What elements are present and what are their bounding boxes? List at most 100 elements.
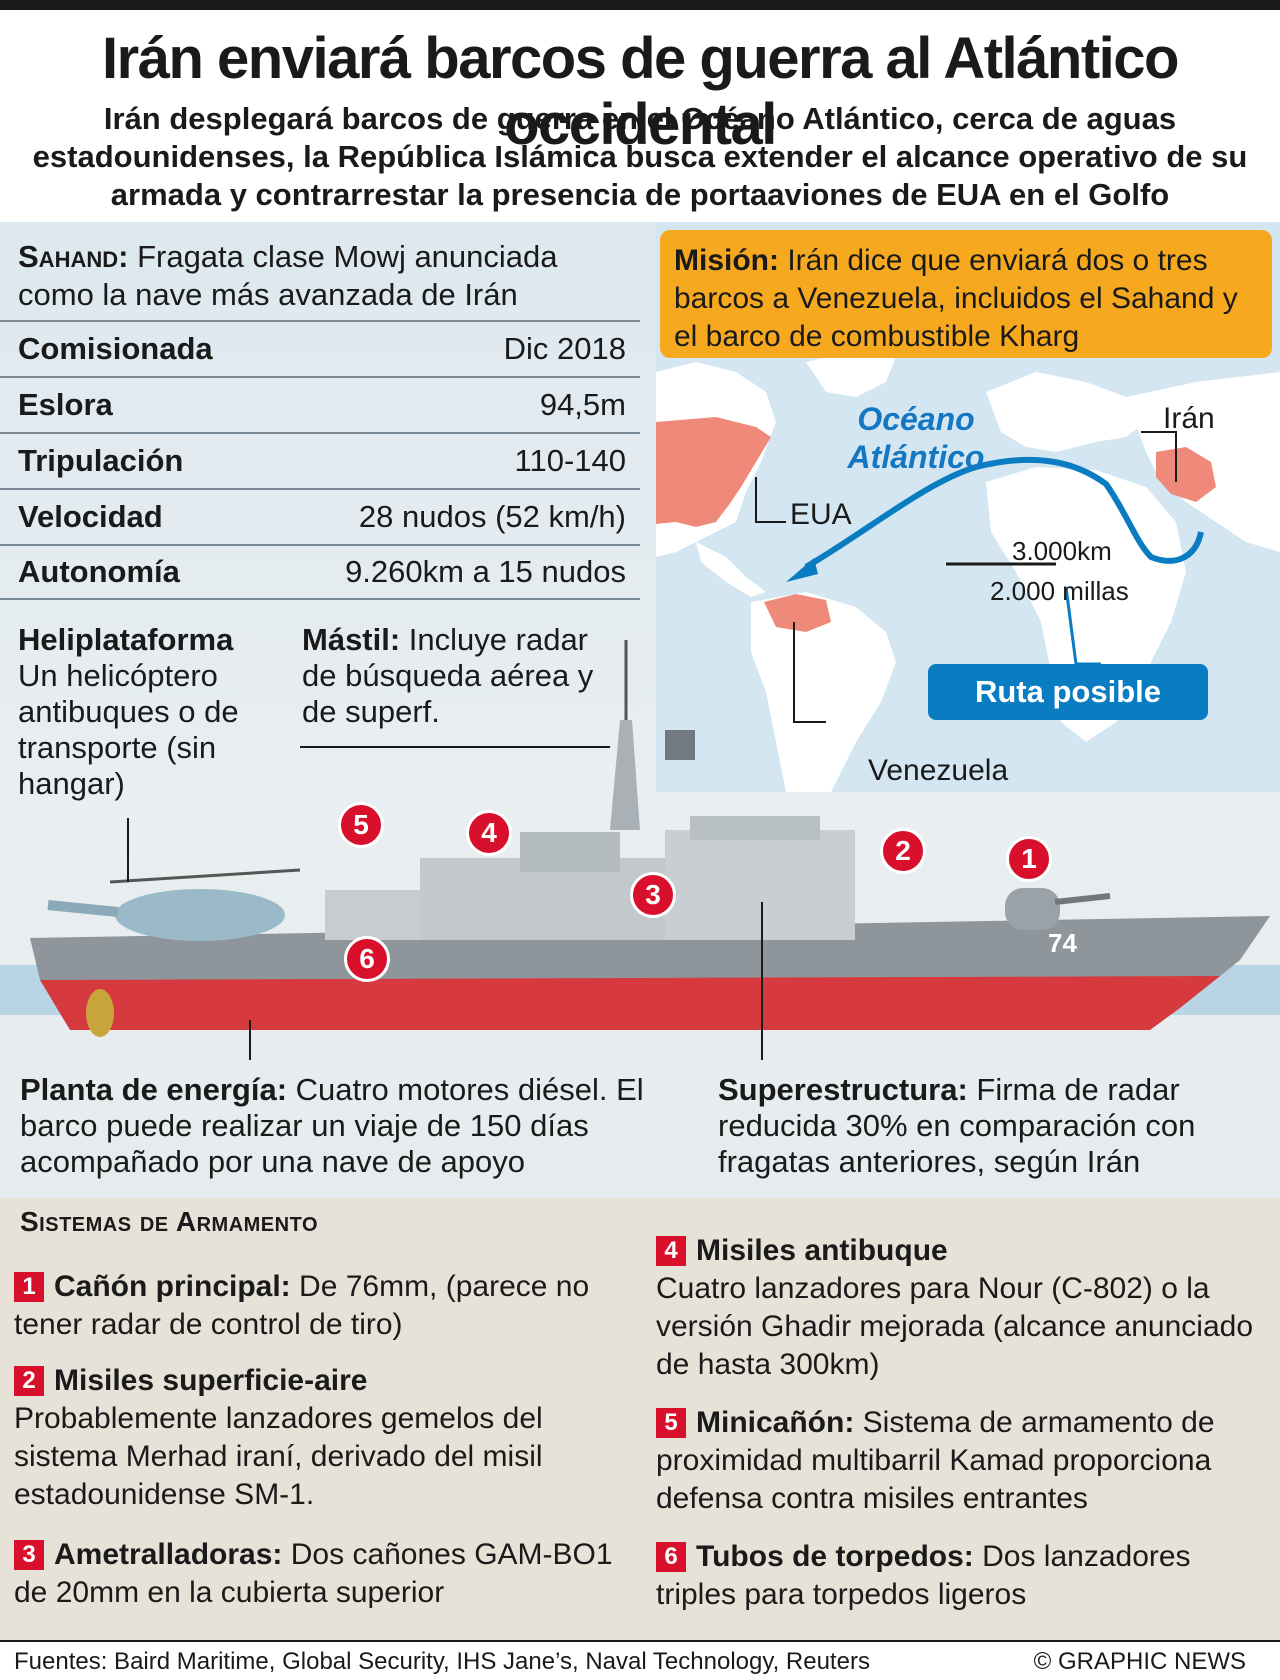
weapon-text: Sistema de armamento de proximidad multi… — [656, 1406, 1215, 1515]
iran-leader — [1141, 431, 1177, 482]
mission-box: Misión: Irán dice que enviará dos o tres… — [660, 230, 1272, 358]
heli-callout: Heliplataforma Un helicóptero antibuques… — [18, 622, 288, 802]
spec-key: Tripulación — [18, 443, 184, 478]
callout-6: 6 — [344, 936, 390, 982]
weapons-panel — [0, 1198, 1280, 1648]
mission-label: Misión: — [674, 244, 779, 277]
greenland-land — [806, 350, 896, 397]
copyright: © GRAPHIC NEWS — [1033, 1648, 1246, 1675]
helicopter-body — [115, 889, 285, 941]
usa-highlight — [656, 417, 771, 527]
heli-title: Heliplataforma — [18, 622, 234, 657]
spec-value: 94,5m — [539, 387, 626, 422]
weapon-number: 6 — [656, 1542, 686, 1572]
spec-box: Sahand: Fragata clase Mowj anunciada com… — [0, 222, 640, 612]
weapon-number: 5 — [656, 1408, 686, 1438]
power-title: Planta de energía: — [20, 1072, 288, 1107]
spec-value: 110-140 — [514, 443, 626, 478]
ocean-name: Océano Atlántico — [847, 401, 985, 475]
headline: Irán enviará barcos de guerra al Atlánti… — [102, 26, 1179, 157]
power-callout: Planta de energía: Cuatro motores diésel… — [20, 1072, 700, 1180]
spec-value: Dic 2018 — [503, 331, 626, 366]
heli-text: Un helicóptero antibuques o de transport… — [18, 658, 239, 801]
callout-3: 3 — [630, 872, 676, 918]
hull-number: 74 — [1048, 928, 1077, 958]
deck-block-5 — [690, 816, 820, 840]
weapon-text: De 76mm, (parece no tener radar de contr… — [14, 1270, 590, 1341]
weapon-number: 3 — [14, 1540, 44, 1570]
super-text: Firma de radar reducida 30% en comparaci… — [718, 1072, 1196, 1179]
helicopter-tail — [47, 900, 119, 917]
ship-illustration: 74 — [0, 640, 1280, 1060]
ship-name: Sahand: — [18, 239, 129, 274]
ocean-label: Océano Atlántico — [836, 400, 996, 476]
weapons-title: Sistemas de Armamento — [20, 1206, 318, 1237]
weapon-title: Tubos de torpedos: — [696, 1540, 974, 1573]
weapon-text: Probablemente lanzadores gemelos del sis… — [14, 1402, 543, 1511]
usa-label: EUA — [790, 498, 852, 531]
weapon-item-3: 3 Ametralladoras: Dos cañones GAM-BO1 de … — [14, 1536, 614, 1612]
spec-key: Velocidad — [18, 499, 163, 534]
spec-intro: Sahand: Fragata clase Mowj anunciada com… — [18, 238, 628, 314]
weapon-text: Cuatro lanzadores para Nour (C-802) o la… — [656, 1272, 1254, 1381]
route-label-box: Ruta posible — [928, 664, 1208, 720]
hull-lower — [40, 976, 1220, 1030]
distance-km: 3.000km — [1012, 536, 1112, 566]
propeller — [86, 989, 114, 1037]
iran-highlight — [1156, 447, 1216, 502]
weapon-number: 4 — [656, 1236, 686, 1266]
venezuela-label: Venezuela — [868, 754, 1009, 787]
main-gun-barrel — [1054, 893, 1111, 905]
distance-mi: 2.000 millas — [990, 576, 1129, 606]
route-label: Ruta posible — [974, 674, 1161, 709]
mission-text: Irán dice que enviará dos o tres barcos … — [674, 244, 1238, 353]
mast-text: Incluye radar de búsqueda aérea y de sup… — [302, 622, 594, 729]
callout-1: 1 — [1006, 836, 1052, 882]
main-gun-turret — [1005, 888, 1060, 930]
deck-block-1 — [325, 890, 425, 940]
south-america-land — [751, 592, 896, 792]
super-callout: Superestructura: Firma de radar reducida… — [718, 1072, 1263, 1180]
weapon-number: 2 — [14, 1366, 44, 1396]
super-title: Superestructura: — [718, 1072, 968, 1107]
mast-callout: Mástil: Incluye radar de búsqueda aérea … — [302, 622, 612, 730]
sources: Fuentes: Baird Maritime, Global Security… — [14, 1648, 870, 1675]
weapon-text: Dos cañones GAM-BO1 de 20mm en la cubier… — [14, 1538, 613, 1609]
iran-label: Irán — [1163, 402, 1215, 435]
central-america-land — [696, 542, 766, 597]
venezuela-highlight — [764, 594, 831, 632]
standfirst: Irán desplegará barcos de guerra en el O… — [32, 101, 1248, 212]
ship-intro-text: Fragata clase Mowj anunciada como la nav… — [18, 239, 558, 312]
europe-land — [986, 372, 1146, 452]
weapon-title: Ametralladoras: — [54, 1538, 283, 1571]
spec-value: 9.260km a 15 nudos — [345, 554, 626, 589]
radar-dish — [665, 730, 695, 760]
mast-title: Mástil: — [302, 622, 401, 657]
spec-key: Comisionada — [18, 331, 213, 366]
helicopter-rotor — [109, 868, 301, 884]
deck-block-4 — [665, 830, 855, 940]
weapon-title: Misiles antibuque — [696, 1234, 948, 1267]
callout-2: 2 — [880, 828, 926, 874]
weapon-number: 1 — [14, 1272, 44, 1302]
callout-5: 5 — [338, 802, 384, 848]
weapon-title: Misiles superficie-aire — [54, 1364, 368, 1397]
deck-block-3 — [520, 832, 620, 872]
route-arrowhead — [786, 558, 818, 582]
spec-row: Comisionada Dic 2018 — [0, 320, 640, 376]
usa-leader — [755, 477, 786, 523]
spec-row: Tripulación 110-140 — [0, 432, 640, 488]
spec-row: Autonomía 9.260km a 15 nudos — [0, 544, 640, 600]
spec-key: Autonomía — [18, 554, 180, 589]
power-text: Cuatro motores diésel. El barco puede re… — [20, 1072, 644, 1179]
footer: Fuentes: Baird Maritime, Global Security… — [0, 1640, 1280, 1680]
world-map — [656, 350, 1280, 792]
callout-4: 4 — [466, 810, 512, 856]
